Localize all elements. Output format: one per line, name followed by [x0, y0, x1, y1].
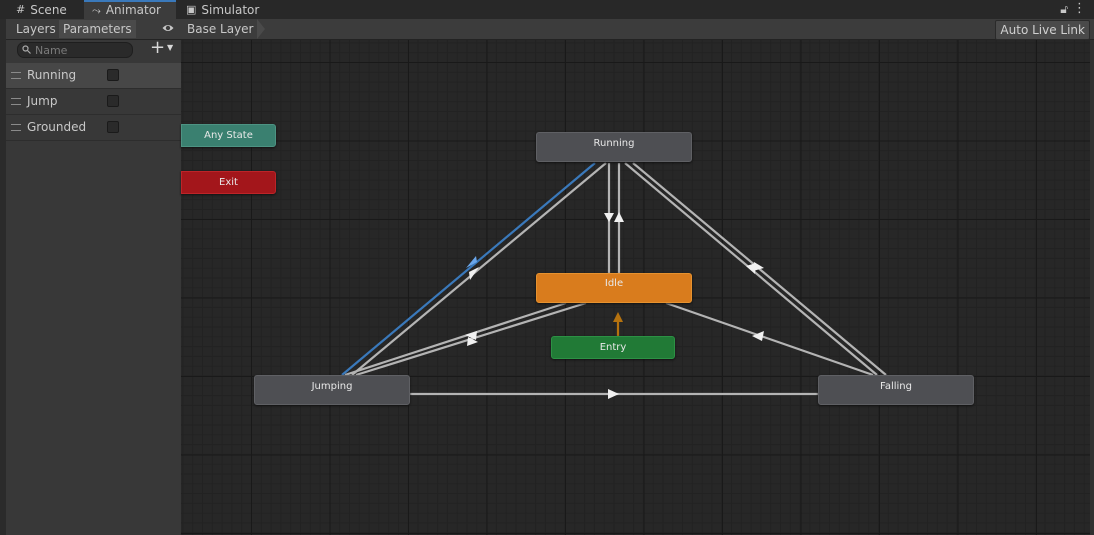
search-input[interactable] [35, 43, 127, 57]
graph-toolbar: Base Layer Auto Live Link [181, 19, 1094, 40]
parameter-checkbox[interactable] [107, 69, 119, 81]
device-icon: ▣ [186, 2, 197, 16]
drag-handle-icon[interactable] [11, 124, 21, 131]
tab-label: Scene [30, 2, 67, 17]
state-exit[interactable]: Exit [181, 171, 276, 194]
state-entry[interactable]: Entry [551, 336, 675, 359]
state-idle[interactable]: Idle [536, 273, 692, 303]
tab-layers[interactable]: Layers [16, 22, 56, 36]
tab-simulator[interactable]: ▣ Simulator [178, 0, 264, 19]
state-running[interactable]: Running [536, 132, 692, 162]
animator-icon: ⤳ [92, 4, 101, 17]
plus-icon: + [150, 37, 166, 58]
state-any-state[interactable]: Any State [181, 124, 276, 147]
parameter-name: Grounded [27, 120, 87, 134]
grid-icon: # [16, 2, 26, 16]
parameter-row[interactable]: Jump [6, 89, 181, 115]
animator-graph[interactable] [181, 19, 1094, 535]
search-field[interactable] [17, 42, 133, 58]
tab-label: Simulator [201, 2, 260, 17]
parameter-name: Jump [27, 94, 58, 108]
state-falling[interactable]: Falling [818, 375, 974, 405]
parameter-name: Running [27, 68, 77, 82]
parameter-row[interactable]: Grounded [6, 115, 181, 141]
panel-tab-bar: Layers Parameters [6, 19, 181, 40]
search-icon [22, 45, 31, 54]
parameter-checkbox[interactable] [107, 121, 119, 133]
tab-animator[interactable]: ⤳ Animator [84, 0, 176, 19]
parameters-panel: Layers Parameters + ▼ Running Jump Groun… [0, 19, 181, 535]
drag-handle-icon[interactable] [11, 72, 21, 79]
window-tab-bar: # Scene ⤳ Animator ▣ Simulator 🔓︎ ⋮ [0, 0, 1094, 19]
more-vertical-icon[interactable]: ⋮ [1073, 1, 1086, 16]
tab-scene[interactable]: # Scene [8, 0, 84, 19]
auto-live-link-button[interactable]: Auto Live Link [995, 20, 1090, 40]
parameter-checkbox[interactable] [107, 95, 119, 107]
breadcrumb-base-layer[interactable]: Base Layer [181, 19, 268, 39]
tab-parameters[interactable]: Parameters [59, 20, 136, 38]
chevron-down-icon: ▼ [167, 43, 174, 52]
add-parameter-button[interactable]: + ▼ [150, 37, 178, 58]
tab-label: Animator [105, 3, 161, 17]
drag-handle-icon[interactable] [11, 98, 21, 105]
lock-icon[interactable]: 🔓︎ [1060, 2, 1068, 16]
parameter-row[interactable]: Running [6, 63, 181, 89]
state-jumping[interactable]: Jumping [254, 375, 410, 405]
graph-scrollbar[interactable] [1090, 40, 1094, 535]
breadcrumb-separator [257, 19, 265, 39]
eye-icon[interactable] [162, 22, 174, 34]
panel-edge [0, 19, 6, 535]
